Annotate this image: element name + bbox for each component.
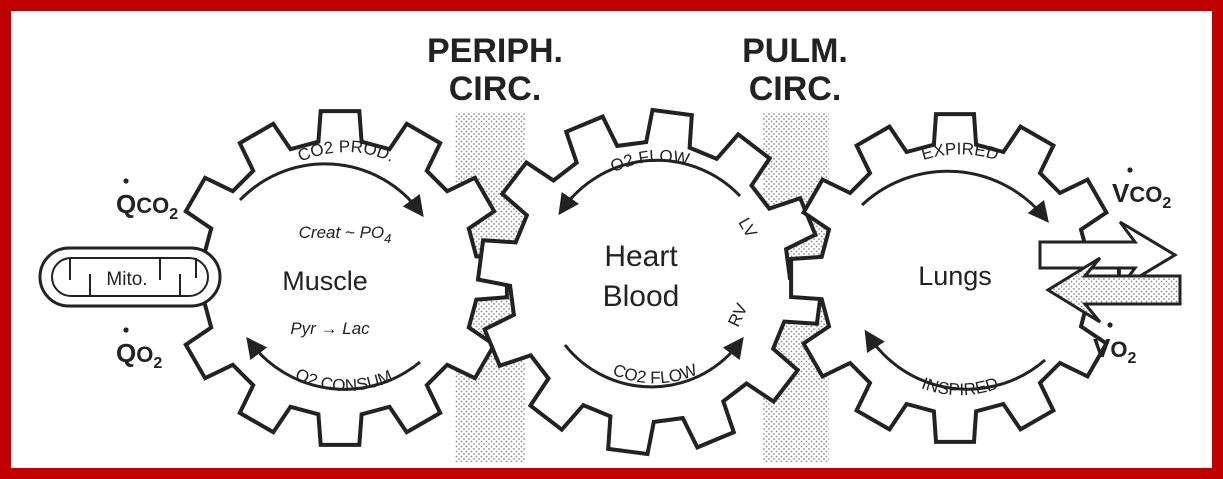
heart-title-line2: Blood bbox=[603, 280, 680, 313]
svg-text:VO2: VO2 bbox=[1093, 333, 1136, 367]
muscle-pyr-label: Pyr → Lac bbox=[290, 319, 370, 338]
pulm-header-line2: CIRC. bbox=[749, 70, 842, 108]
periph-header-line2: CIRC. bbox=[449, 70, 542, 108]
svg-text:VCO2: VCO2 bbox=[1112, 178, 1171, 212]
gear-diagram: PERIPH. CIRC. PULM. CIRC. Mito. QCO2 QO2… bbox=[11, 11, 1212, 468]
periph-header-line1: PERIPH. bbox=[427, 32, 563, 70]
mito-label: Mito. bbox=[106, 269, 147, 290]
vo2-label: VO2 bbox=[1093, 322, 1136, 367]
svg-text:QCO2: QCO2 bbox=[116, 189, 178, 223]
qco2-label: QCO2 bbox=[116, 178, 178, 223]
qo2-label: QO2 bbox=[116, 327, 162, 372]
vco2-label: VCO2 bbox=[1112, 167, 1171, 212]
pulm-header-line1: PULM. bbox=[742, 32, 848, 70]
heart-title-line1: Heart bbox=[604, 240, 678, 273]
muscle-title: Muscle bbox=[282, 266, 368, 296]
lungs-title: Lungs bbox=[918, 261, 992, 291]
svg-text:QO2: QO2 bbox=[116, 338, 162, 372]
